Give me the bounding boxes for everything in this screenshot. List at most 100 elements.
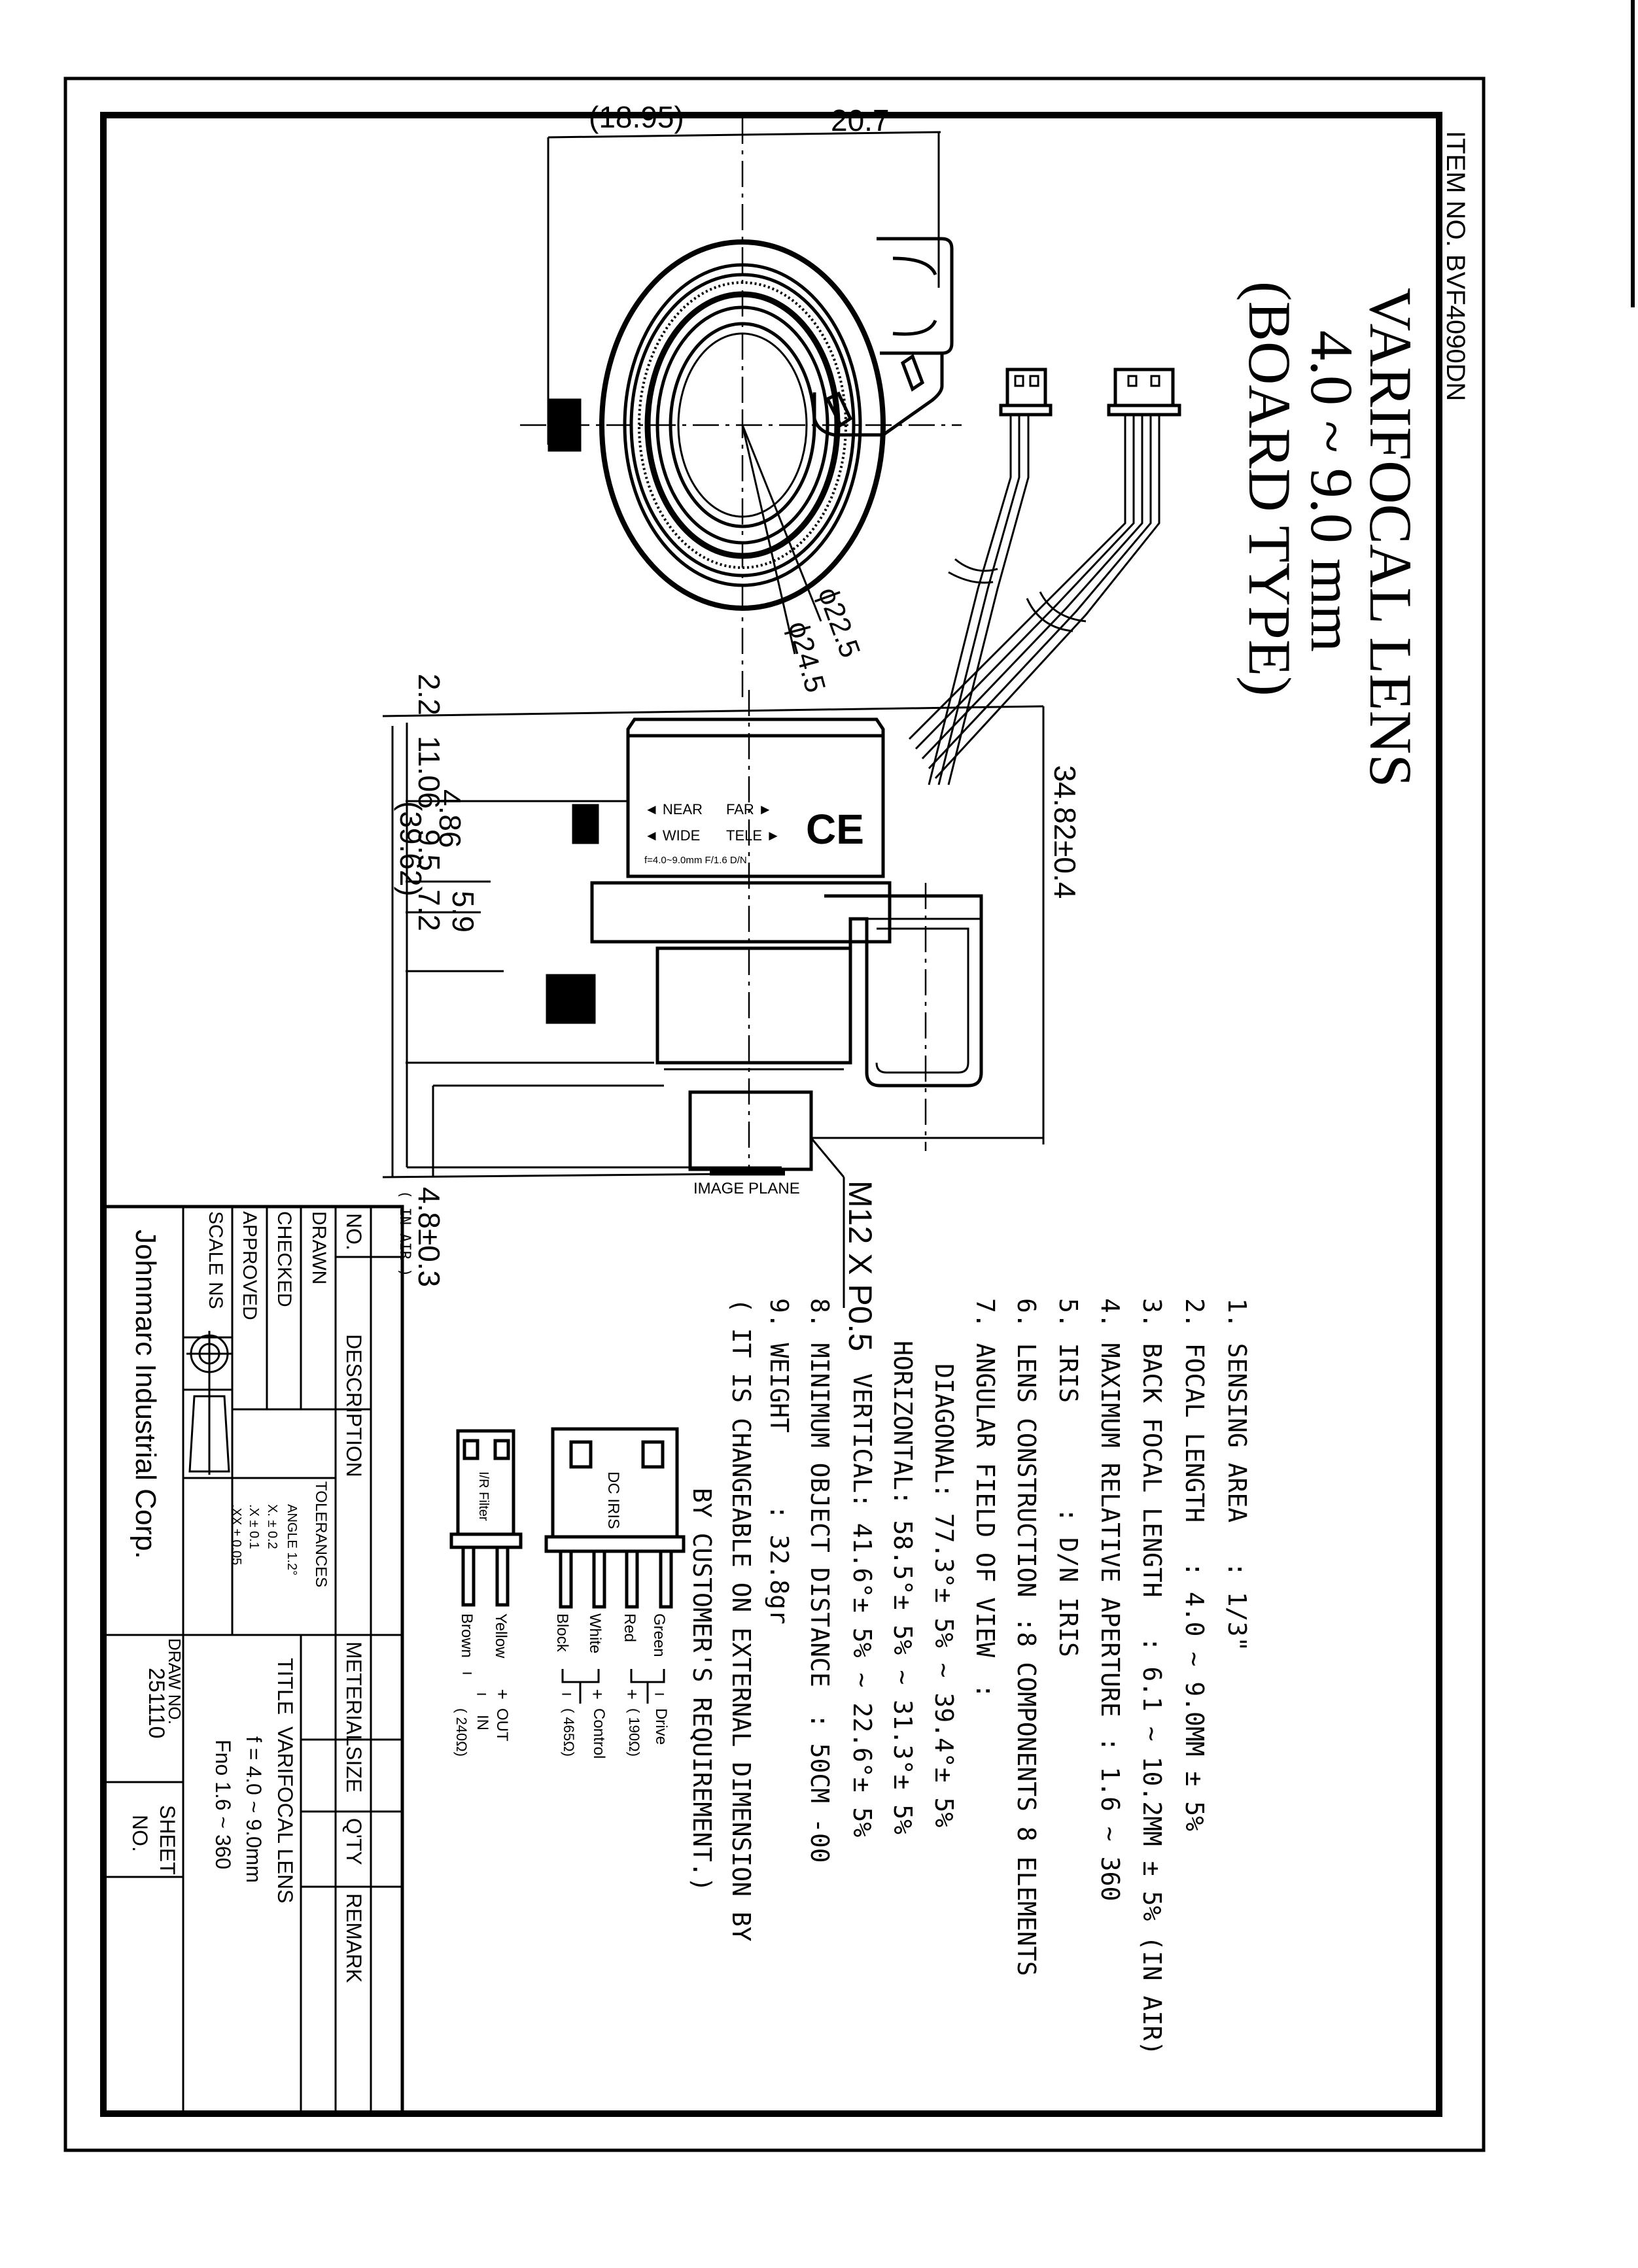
dim-18-95: (18.95) — [589, 100, 684, 134]
tb-title-line-2: f = 4.0 ~ 9.0mm — [242, 1736, 266, 1883]
spec-6: 6. LENS CONSTRUCTION:8 COMPONENTS 8 ELEM… — [1012, 1298, 1041, 1976]
dim-20-7: 20.7 — [831, 103, 890, 137]
tb-tol-angle: ANGLE 1.2° — [285, 1504, 299, 1575]
third-angle-projection-icon — [186, 1331, 232, 1475]
wire-white: White — [586, 1613, 604, 1653]
label-wide: ◄ WIDE — [644, 827, 700, 844]
tb-scale-label: SCALE — [205, 1211, 226, 1275]
spec-7-diagonal: DIAGONAL: 77.3°± 5% ~ 39.4°± 5% — [930, 1364, 958, 1827]
tb-tolerances-label: TOLERANCES — [312, 1481, 330, 1587]
tb-header-size: SIZE — [342, 1746, 366, 1793]
tb-title-line-1: VARIFOCAL LENS — [273, 1727, 297, 1903]
dim-4-8: 4.8±0.3 — [412, 1187, 446, 1287]
dim-9-5: 9.5 — [412, 829, 446, 871]
spec-1: 1. SENSING AREA: 1/3" — [1223, 1298, 1251, 1651]
lens-outer-ring — [599, 239, 886, 611]
drive-label: Drive — [652, 1708, 670, 1745]
specifications: 1. SENSING AREA: 1/3" 2. FOCAL LENGTH: 4… — [688, 1298, 1251, 2055]
control-label: Control — [590, 1708, 608, 1759]
dim-in-air: ( IN AIR ) — [396, 1190, 413, 1277]
tb-sheet-label: SHEET — [156, 1805, 179, 1875]
iris-knob — [546, 974, 596, 1024]
title-line-2: 4.0 ~ 9.0 mm — [1298, 330, 1365, 652]
ir-out-plus: + — [497, 1684, 508, 1704]
tb-row-approved: APPROVED — [239, 1211, 260, 1320]
tb-sheet-no-label: NO. — [128, 1815, 152, 1852]
control-resistance: ( 465Ω) — [561, 1708, 577, 1757]
wire-red: Red — [621, 1613, 638, 1642]
title-block: NO. DESCRIPTION METERIAL SIZE Q'TY REMAR… — [101, 1205, 404, 2116]
tb-draw-no: 251110 — [144, 1668, 169, 1738]
title-line-1: VARIFOCAL LENS — [1357, 288, 1424, 787]
tb-tol-x: X. ± 0.2 — [265, 1504, 279, 1549]
dim-5-9: 5.9 — [446, 891, 480, 933]
spec-5: 5. IRIS: D/N IRIS — [1054, 1298, 1083, 1657]
focus-knob — [548, 398, 582, 452]
ir-resistance: ( 240Ω) — [453, 1708, 470, 1757]
ir-out-label: OUT — [493, 1708, 511, 1742]
company-name: Johnmarc Industrial Corp. — [130, 1229, 162, 1559]
wire-block: Block — [553, 1613, 571, 1653]
drive-minus: − — [654, 1684, 665, 1704]
side-view: 2.2 11.06 4.86 9.5 7.2 5.9 (39.62) 34.82… — [382, 674, 1082, 1351]
spec-8: 8. MINIMUM OBJECT DISTANCE: 50CM -00 — [805, 1298, 834, 1863]
item-number: ITEM NO. BVF4090DN — [1441, 131, 1470, 401]
tb-tol-dot-xx: .XX ± 0.05 — [229, 1504, 243, 1565]
wire-yellow: Yellow — [492, 1613, 510, 1658]
dim-dia-24-5: ϕ24.5 — [782, 618, 831, 696]
wire-green: Green — [650, 1613, 668, 1657]
tb-header-description: DESCRIPTION — [342, 1334, 366, 1477]
tb-draw-no-label: DRAW NO. — [165, 1638, 184, 1725]
dim-4-86: 4.86 — [433, 789, 467, 848]
label-tele: TELE ► — [726, 827, 780, 844]
main-title: VARIFOCAL LENS 4.0 ~ 9.0 mm (BOARD TYPE) — [1236, 281, 1424, 787]
control-plus: + — [592, 1684, 602, 1704]
tb-scale-value: NS — [205, 1282, 226, 1309]
spec-7-horizontal: HORIZONTAL: 58.5°± 5% ~ 31.3°± 5% — [888, 1341, 917, 1834]
label-near: ◄ NEAR — [644, 801, 703, 817]
outer-frame — [63, 77, 1486, 2152]
tb-header-material: METERIAL — [342, 1641, 366, 1746]
dim-39-62: (39.62) — [394, 801, 428, 897]
note-line-2: BY CUSTOMER'S REQUIREMENT.) — [688, 1488, 716, 1892]
ir-filter-connector: I/R Filter Yellow Brown + − OUT IN ( 240… — [449, 1429, 523, 1757]
dim-34-82: 34.82±0.4 — [1048, 765, 1082, 899]
tb-header-qty: Q'TY — [342, 1818, 366, 1865]
ir-filter-label: I/R Filter — [476, 1471, 491, 1521]
tb-title-line-3: Fno 1.6 ~ 360 — [211, 1740, 235, 1869]
spec-9: 9. WEIGHT: 32.8gr — [765, 1298, 793, 1624]
ir-out-minus: − — [476, 1684, 487, 1704]
label-lens-spec: f=4.0~9.0mm F/1.6 D/N — [644, 855, 747, 866]
spec-4: 4. MAXIMUM RELATIVE APERTURE: 1.6 ~ 360 — [1096, 1298, 1124, 1901]
dim-11-06: 11.06 — [412, 736, 446, 809]
spec-3: 3. BACK FOCAL LENGTH: 6.1 ~ 10.2MM ± 5% … — [1138, 1298, 1166, 2055]
spec-7-vertical: VERTICAL: 41.6°± 5% ~ 22.6°± 5% — [848, 1373, 877, 1837]
drive-resistance: ( 190Ω) — [626, 1708, 642, 1757]
tb-row-drawn: DRAWN — [308, 1211, 330, 1284]
ir-in-label: IN — [474, 1715, 491, 1730]
dc-iris-label: DC IRIS — [604, 1471, 622, 1529]
spec-2: 2. FOCAL LENGTH: 4.0 ~ 9.0MM ± 5% — [1180, 1298, 1209, 1831]
tb-header-no: NO. — [342, 1213, 366, 1250]
zoom-knob — [572, 804, 599, 844]
spec-7: 7. ANGULAR FIELD OF VIEW: — [971, 1298, 1000, 1698]
dim-2-2: 2.2 — [412, 674, 446, 715]
drive-plus: + — [627, 1684, 637, 1704]
ce-mark: CE — [806, 806, 864, 853]
title-line-3: (BOARD TYPE) — [1236, 281, 1303, 696]
tb-row-checked: CHECKED — [273, 1211, 295, 1307]
tb-title-label: TITLE — [273, 1658, 297, 1715]
thread-spec: M12 X P0.5 — [842, 1180, 879, 1351]
front-view: (18.95) 20.7 ϕ22.5 ϕ24.5 — [520, 100, 962, 700]
wire-brown: Brown — [458, 1613, 476, 1658]
dc-iris-connector: DC IRIS Green Red White Block − + + − Dr… — [544, 1427, 686, 1759]
ir-in-minus: − — [462, 1663, 472, 1683]
cable-connectors — [908, 368, 1181, 785]
dim-7-2: 7.2 — [412, 889, 446, 931]
tb-header-remark: REMARK — [342, 1893, 366, 1983]
note-line-1: ( IT IS CHANGEABLE ON EXTERNAL DIMENSION… — [727, 1298, 756, 1942]
tb-tol-dot-x: .X ± 0.1 — [247, 1504, 261, 1549]
control-minus: − — [561, 1684, 572, 1704]
inner-frame — [100, 112, 1442, 2117]
